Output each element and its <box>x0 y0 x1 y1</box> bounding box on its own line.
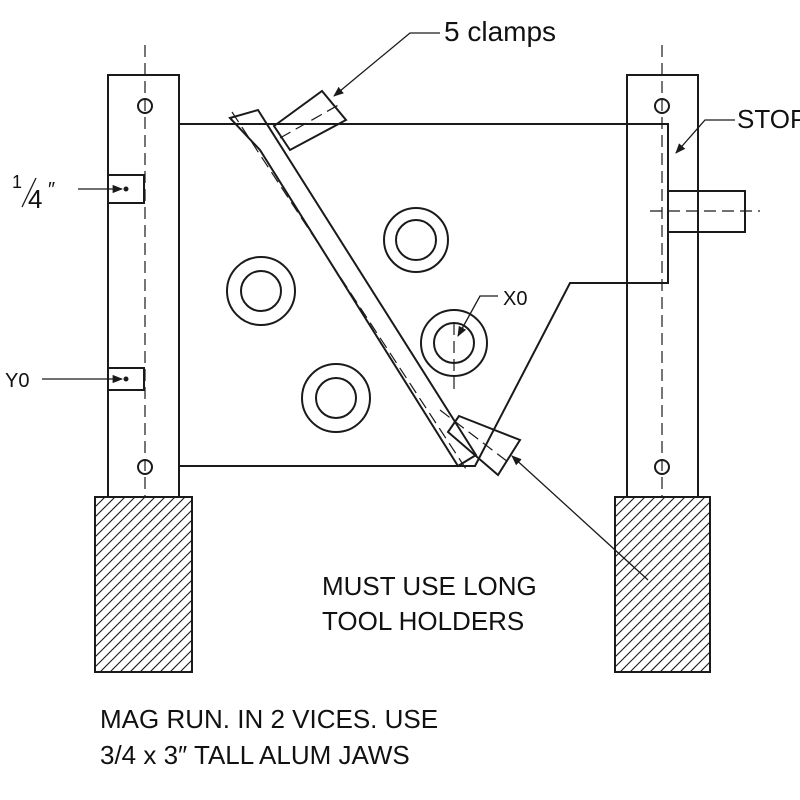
hatch-line <box>615 571 710 668</box>
tool-note-line-2: TOOL HOLDERS <box>322 606 524 636</box>
hatch-line <box>95 509 192 608</box>
lower-clamp-block <box>439 409 522 477</box>
x0-leader <box>457 295 498 337</box>
hatch-line <box>760 497 800 672</box>
hatch-line <box>615 497 646 528</box>
hatch-line <box>615 497 666 548</box>
bore-x0 <box>420 309 488 395</box>
setup-note-line-1: MAG RUN. IN 2 VICES. USE <box>100 704 438 734</box>
hatch-line <box>780 497 800 672</box>
hatch-line <box>95 497 186 588</box>
y0-label: Y0 <box>5 370 29 392</box>
hatch-line <box>95 497 136 538</box>
hatch-line <box>95 519 192 618</box>
hatch-line <box>619 581 710 672</box>
clamps-leader <box>333 32 440 97</box>
hatch-line <box>615 497 676 558</box>
hatch-line <box>615 551 710 648</box>
hatch-line <box>615 497 686 568</box>
stop-label: STOP <box>737 104 800 134</box>
hatch-line <box>699 661 710 672</box>
hatch-line <box>95 497 146 548</box>
tool-note-line-1: MUST USE LONG <box>322 571 537 601</box>
hatch-line <box>95 497 96 498</box>
hatch-line <box>615 521 710 618</box>
right-jaw-bar <box>626 45 699 498</box>
left-vise-jaw <box>94 496 193 673</box>
hatch-line <box>95 529 192 628</box>
quarter-inch-mark: ″ <box>48 179 55 201</box>
stop-leader <box>675 119 735 154</box>
hatch-line <box>790 497 800 672</box>
hatch-line <box>615 497 656 538</box>
hatch-line <box>615 497 706 588</box>
hatch-line <box>95 499 192 598</box>
hatch-line <box>770 497 800 672</box>
left-bar-top-hole <box>137 98 153 114</box>
tool-holder-leader <box>511 455 649 581</box>
bore-lower <box>301 363 371 433</box>
quarter-inch-label: 1 4 ″ <box>12 172 55 214</box>
hatch-line <box>99 579 192 672</box>
hatch-line <box>639 601 710 672</box>
hatch-line <box>109 589 192 672</box>
diagonal-clamp-strap <box>228 108 478 473</box>
hatch-line <box>615 497 696 578</box>
hatch-line <box>669 631 710 672</box>
x0-label: X0 <box>503 288 527 310</box>
hatch-line <box>629 591 710 672</box>
setup-note-line-2: 3/4 x 3″ TALL ALUM JAWS <box>100 740 410 770</box>
bore-left <box>226 256 296 326</box>
stop-pin <box>650 190 760 233</box>
left-jaw-bar <box>107 45 180 498</box>
hatch-line <box>149 629 192 672</box>
hatch-line <box>659 621 710 672</box>
hatch-line <box>159 639 192 672</box>
hatch-line <box>129 609 192 672</box>
right-bar-top-hole <box>654 98 670 114</box>
top-clamp-block <box>272 89 348 152</box>
hatch-line <box>615 541 710 638</box>
hatch-line <box>615 511 710 608</box>
hatch-line <box>95 497 176 578</box>
hatch-line <box>740 497 800 672</box>
hatch-line <box>679 641 710 672</box>
hatch-line <box>169 649 192 672</box>
hatch-line <box>139 619 192 672</box>
hatch-line <box>615 561 710 658</box>
hatch-line <box>119 599 192 672</box>
hatch-line <box>95 539 192 638</box>
hatch-line <box>615 501 710 598</box>
hatch-line <box>95 497 166 568</box>
hatch-line <box>95 497 126 528</box>
clamps-label: 5 clamps <box>444 16 556 47</box>
bore-upper-right <box>383 207 449 273</box>
hatch-line <box>95 559 192 658</box>
right-vise-jaw <box>614 496 800 673</box>
hatch-line <box>95 549 192 648</box>
hatch-line <box>649 611 710 672</box>
quarter-numerator: 1 <box>12 172 22 192</box>
quarter-denominator: 4 <box>28 184 42 214</box>
hatch-line <box>730 497 800 672</box>
hatch-line <box>95 497 106 508</box>
right-bar-bottom-hole <box>654 459 670 475</box>
left-bar-bottom-hole <box>137 459 153 475</box>
hatch-line <box>95 569 192 668</box>
hatch-line <box>750 497 800 672</box>
hatch-line <box>95 497 156 558</box>
hatch-line <box>720 497 800 672</box>
workpiece-outline <box>179 123 669 467</box>
hatch-line <box>709 671 710 672</box>
hatch-line <box>615 531 710 628</box>
